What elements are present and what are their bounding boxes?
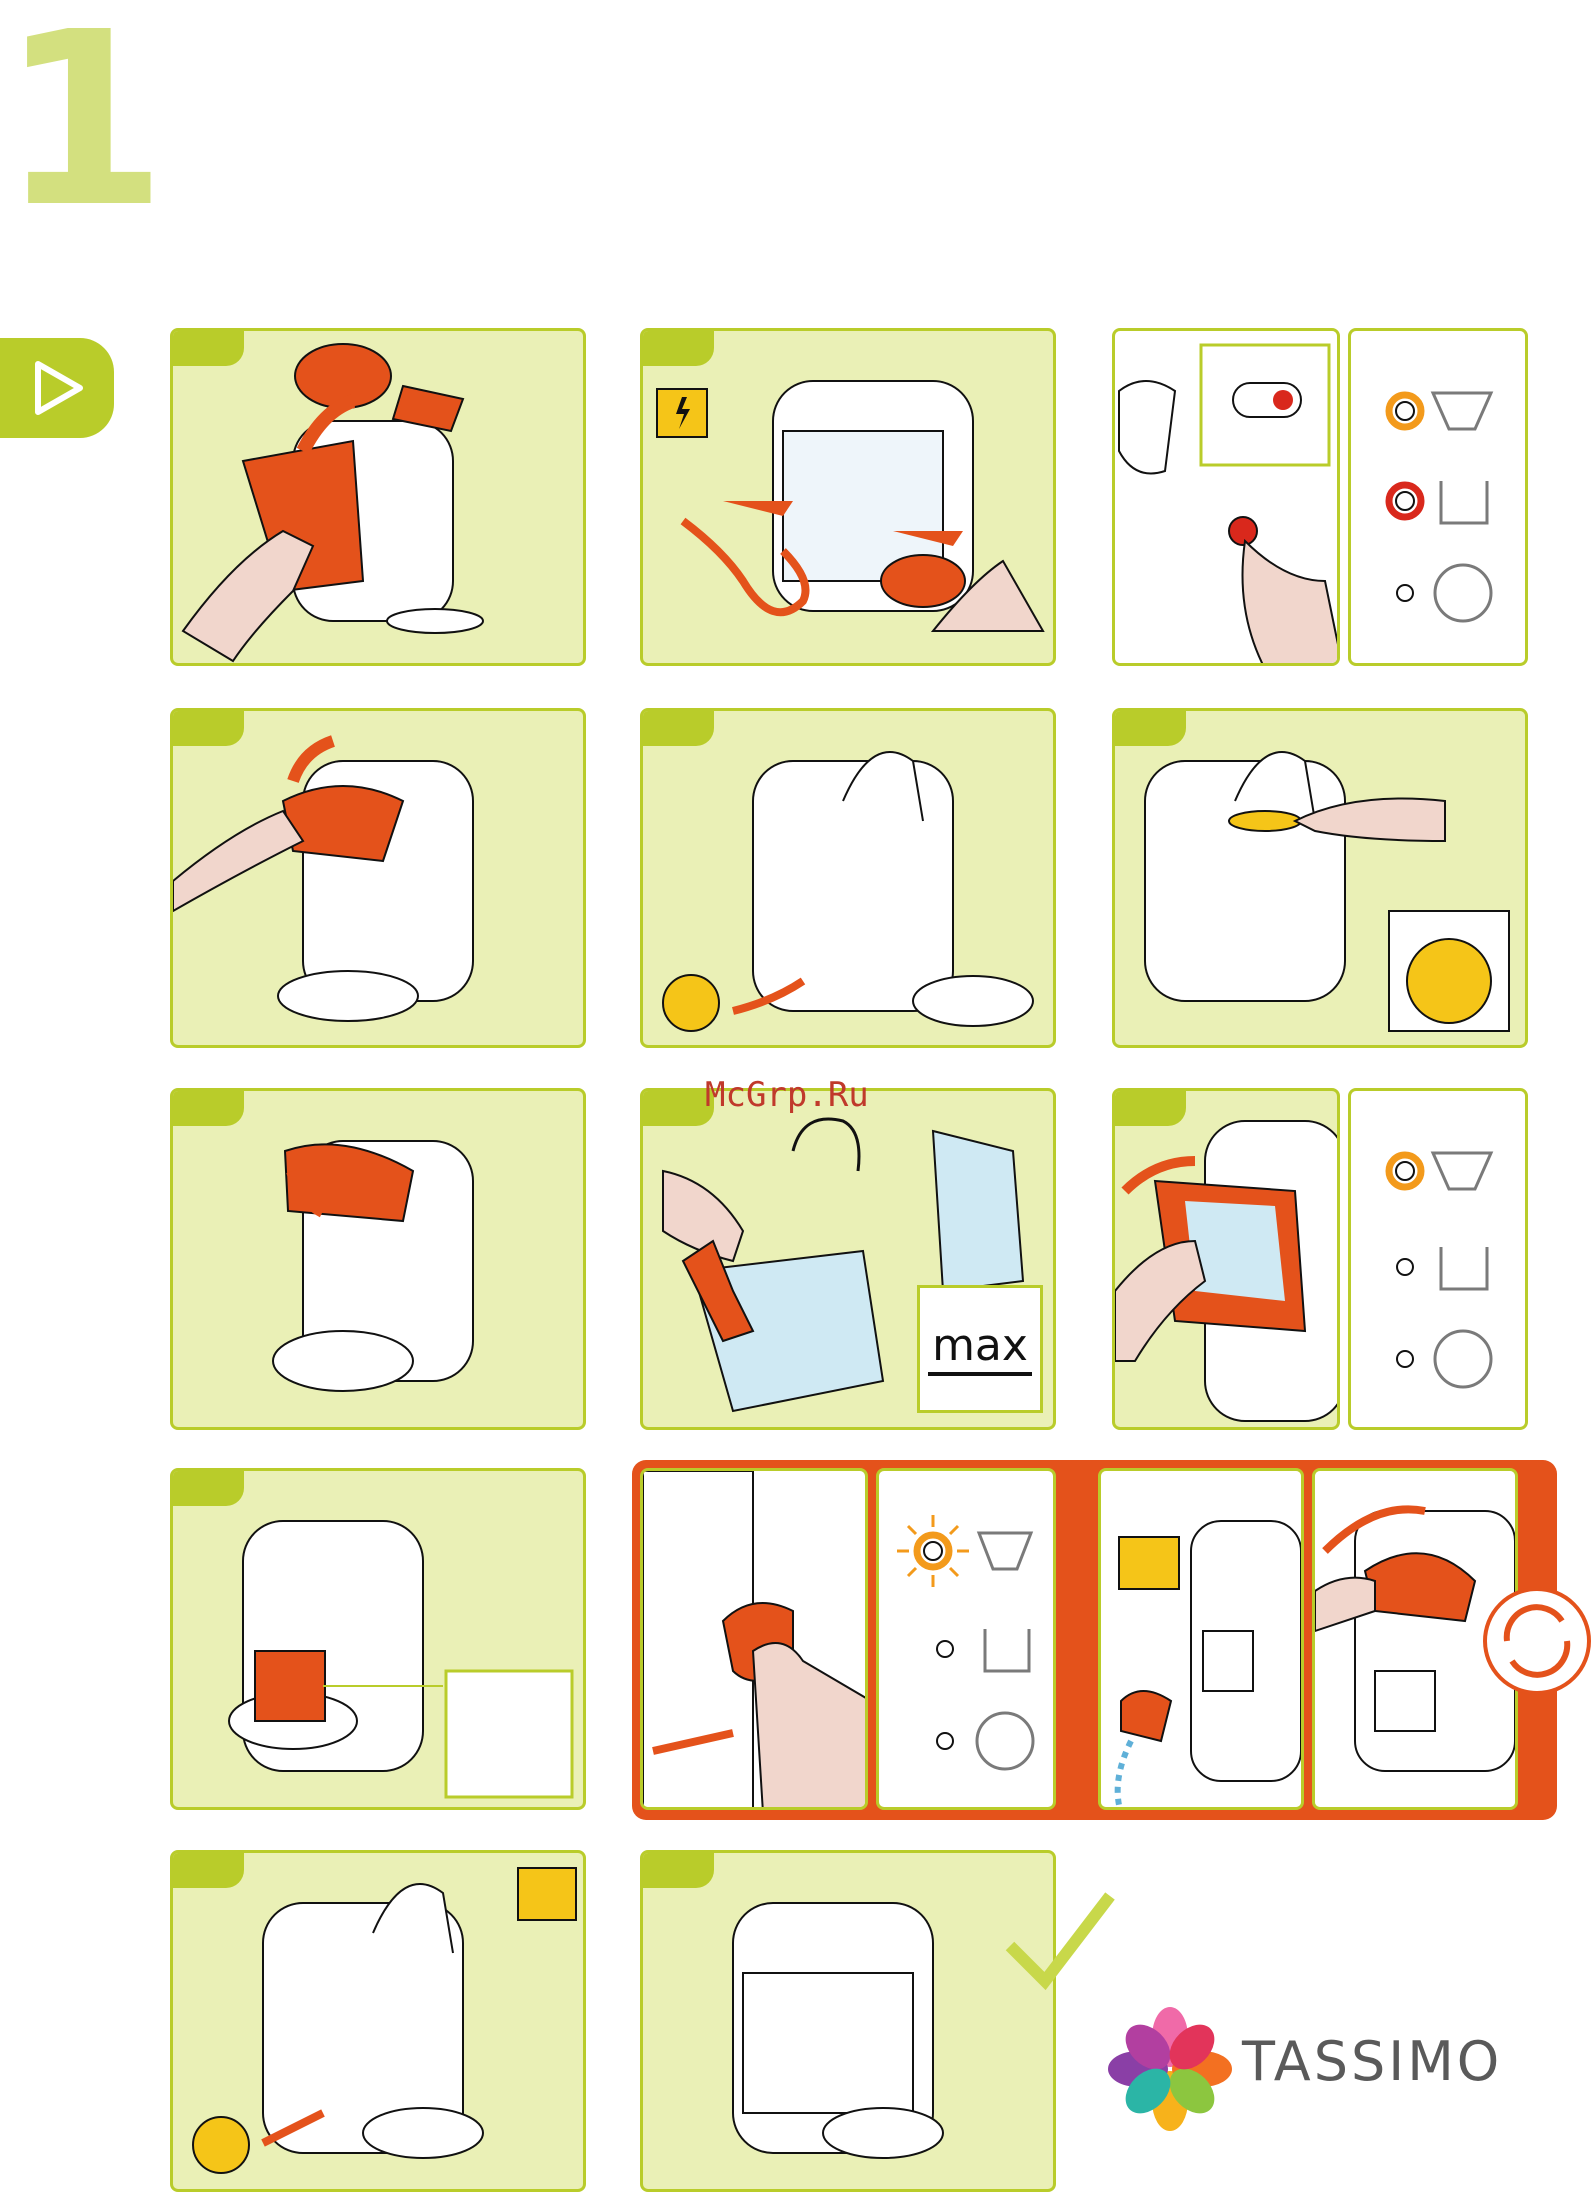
status-lights-panel-2 (1348, 1088, 1528, 1430)
place-cup-illustration (173, 1471, 586, 1810)
reinsert-t-disc-illustration (173, 1853, 586, 2192)
instruction-panel-close-head (170, 1088, 586, 1430)
empty-cup-illustration (1101, 1471, 1304, 1810)
t-disc-icon (663, 975, 719, 1031)
instruction-panel-empty-cup (1098, 1468, 1304, 1810)
step-number: 1 (0, 0, 161, 240)
instruction-panel-remove-t-disc (640, 708, 1056, 1048)
instruction-panel-power-on (1112, 328, 1340, 666)
descaling-icon (977, 1713, 1033, 1769)
status-lights-panel-3 (876, 1468, 1056, 1810)
max-fill-callout: max (917, 1285, 1043, 1413)
cup-icon (979, 1533, 1031, 1569)
insert-t-disc-illustration (1115, 711, 1528, 1048)
instruction-panel-press-button (640, 1468, 868, 1810)
hot-surface-warning-icon (1119, 1537, 1179, 1589)
max-line (928, 1372, 1032, 1376)
water-tank-icon (985, 1629, 1029, 1671)
instruction-panel-ready (640, 1850, 1056, 2192)
remove-t-disc-illustration (643, 711, 1056, 1048)
instruction-panel-insert-t-disc (1112, 708, 1528, 1048)
instruction-panel-reinsert-t-disc (170, 1850, 586, 2192)
repeat-cycle-icon (1482, 1586, 1592, 1696)
instruction-panel-place-cup (170, 1468, 586, 1810)
status-lights-panel-1 (1348, 328, 1528, 666)
max-label: max (920, 1320, 1040, 1371)
power-on-illustration (1115, 331, 1340, 666)
water-tank-icon (1441, 481, 1487, 523)
checkmark-icon (1000, 1886, 1120, 1996)
hot-surface-warning-icon (518, 1868, 576, 1920)
t-disc-icon (193, 2117, 249, 2173)
water-tank-icon (1441, 1247, 1487, 1289)
instruction-panel-plug-in (640, 328, 1056, 666)
plug-in-illustration (643, 331, 1056, 666)
instruction-panel-insert-tank (1112, 1088, 1340, 1430)
watermark: McGrp.Ru (705, 1075, 869, 1115)
brand-name: TASSIMO (1242, 2030, 1502, 2093)
instruction-panel-open-head (170, 708, 586, 1048)
tassimo-flower-icon (1108, 2007, 1232, 2131)
descaling-icon (1435, 565, 1491, 621)
open-head-illustration (173, 711, 586, 1048)
close-head-illustration (173, 1091, 586, 1430)
status-lights (1351, 331, 1528, 666)
cup-icon (1433, 393, 1491, 429)
press-button-illustration (643, 1471, 868, 1810)
machine-illustration (173, 331, 586, 666)
cup-icon (1433, 1153, 1491, 1189)
play-button[interactable] (0, 338, 114, 438)
descaling-icon (1435, 1331, 1491, 1387)
play-icon (0, 338, 114, 438)
status-lights (1351, 1091, 1528, 1430)
insert-tank-illustration (1115, 1091, 1340, 1430)
instruction-panel-remove-tank (170, 328, 586, 666)
ready-illustration (643, 1853, 1056, 2192)
status-lights (879, 1471, 1056, 1810)
